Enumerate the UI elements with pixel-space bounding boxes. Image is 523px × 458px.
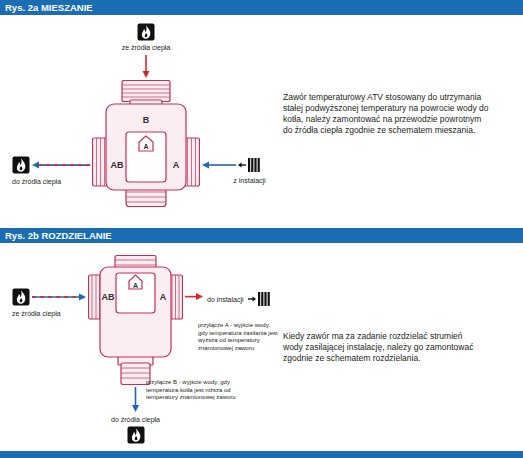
- flow-arrow: [185, 293, 203, 300]
- flow-arrow: [202, 162, 236, 169]
- temperature-valve: B A AB A: [92, 80, 200, 207]
- description-text: Zawór temperaturowy ATV stosowany do utr…: [283, 92, 493, 136]
- valve-body: [88, 255, 183, 385]
- flow-line: [145, 55, 147, 72]
- flow-line: [208, 164, 236, 166]
- heat-source-node: ze źródła ciepła: [120, 22, 173, 53]
- section-title: Rys. 2a MIESZANIE: [5, 2, 93, 13]
- mixed-flow-arrow: [32, 294, 86, 301]
- mixed-flow-arrow: [32, 162, 90, 169]
- heat-source-icon: [127, 426, 145, 444]
- heat-source-node: do źródła ciepła: [12, 156, 30, 174]
- flow-line: [135, 387, 137, 406]
- radiator-icon: [248, 291, 271, 307]
- port-caption: do instalacji: [207, 295, 244, 304]
- arrow-head: [79, 294, 86, 301]
- port-letter: A: [173, 161, 180, 170]
- flow-line: [32, 296, 80, 298]
- heat-source-node: ze źródła ciepła: [12, 288, 30, 306]
- port-caption: do źródła ciepła: [111, 415, 160, 424]
- section-bar: [0, 451, 523, 458]
- temperature-valve: A AB A: [88, 255, 183, 385]
- flow-line: [38, 164, 90, 166]
- arrow-head: [196, 293, 203, 300]
- heat-source-node: do źródła ciepła: [109, 414, 162, 445]
- flow-line-dash: [32, 296, 80, 298]
- port-letter: AB: [111, 161, 124, 170]
- arrow-head: [132, 405, 139, 412]
- installation-node: do instalacji: [205, 290, 273, 308]
- port-caption: z instalacji: [233, 176, 265, 185]
- flow-arrow: [142, 55, 149, 78]
- description-text: Kiedy zawór ma za zadanie rozdzielać str…: [283, 331, 483, 364]
- heat-source-icon: [12, 288, 30, 306]
- arrow-head: [202, 162, 209, 169]
- section-title: Rys. 2b ROZDZIELANIE: [5, 230, 112, 241]
- flow-line: [185, 296, 197, 298]
- port-letter: A: [160, 293, 167, 302]
- flow-arrow: [132, 387, 139, 412]
- port-letter: A: [133, 281, 138, 288]
- flow-line-dash: [38, 164, 90, 166]
- port-letter: A: [143, 142, 148, 149]
- section-header-band: Rys. 2a MIESZANIE: [0, 0, 523, 15]
- arrow-head: [142, 71, 149, 78]
- port-caption: ze źródła ciepła: [122, 43, 171, 52]
- port-caption: ze źródła ciepła: [12, 309, 61, 318]
- port-note: przyłącze A - wyjście wody, gdy temperat…: [198, 322, 278, 352]
- heat-source-icon: [12, 156, 30, 174]
- section-header-band: Rys. 2b ROZDZIELANIE: [0, 228, 523, 243]
- port-letter: AB: [102, 293, 115, 302]
- arrow-head: [32, 162, 39, 169]
- port-note: przyłącze B - wyjście wody, gdy temperat…: [146, 379, 238, 402]
- installation-node: z instalacji: [238, 157, 261, 173]
- heat-source-icon: [137, 23, 155, 41]
- port-caption: do źródła ciepła: [12, 177, 61, 186]
- radiator-icon: [238, 157, 261, 173]
- port-letter: B: [143, 116, 150, 125]
